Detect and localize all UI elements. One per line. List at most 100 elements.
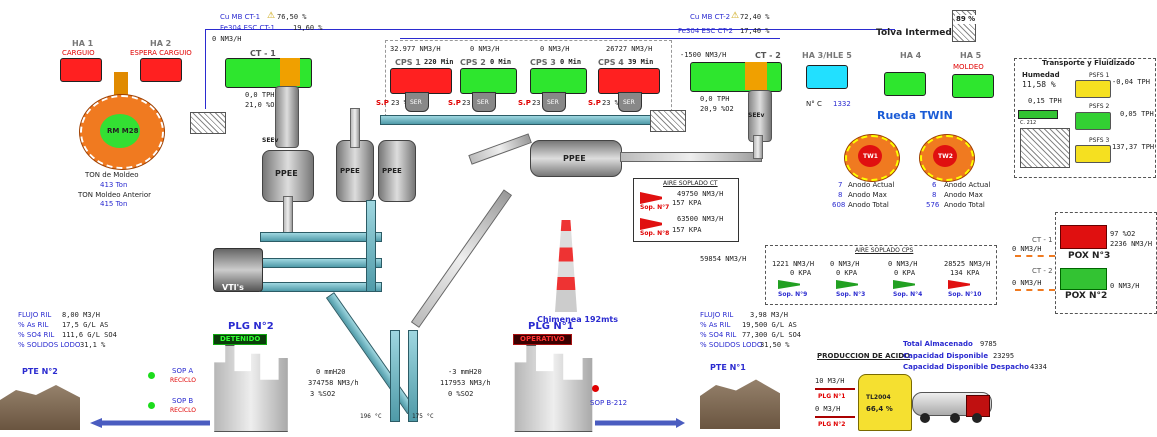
psfs3-unit[interactable] [1075, 145, 1111, 163]
cps2-name: CPS 2 [460, 58, 486, 67]
ct2-duct [620, 152, 762, 162]
sop9-blower[interactable] [778, 280, 800, 289]
plg2-temp: 196 °C [360, 413, 382, 420]
sop3-flow: 0 NM3/H [830, 260, 860, 268]
cps4-converter[interactable] [598, 68, 660, 94]
pox2-unit[interactable] [1060, 268, 1107, 290]
tolva-label: Tolva Intermedia [876, 28, 961, 38]
cps4-sp: S.P [588, 99, 601, 107]
ha5-title: HA 5 [960, 51, 982, 60]
pte2-arrow [90, 418, 210, 428]
sop10-blower[interactable] [948, 280, 970, 289]
fe304-ct2-value: 17,40 % [740, 27, 770, 35]
acido-total-label: Total Almacenado [903, 340, 973, 348]
aire-cps-title: AIRE SOPLADO CPS [855, 247, 914, 254]
tw2-wheel[interactable] [920, 135, 974, 181]
ct2-seev-label: SEEv [748, 112, 765, 119]
plg2-plant[interactable] [214, 345, 288, 432]
sop8-label: Sop. N°8 [640, 230, 670, 237]
ppee-ct2[interactable] [530, 140, 622, 177]
cps-duct-drop [350, 108, 360, 148]
tw2-center [933, 145, 957, 167]
rueda-twin-title: Rueda TWIN [877, 109, 953, 122]
acido-plg2-line [815, 416, 855, 418]
plg1-plant[interactable] [514, 345, 593, 432]
anodo-max-label-2: Anodo Max [944, 191, 983, 199]
right-ril-1-label: FLUJO RIL [700, 311, 734, 319]
plg2-mmh2o: 0 mmH20 [316, 368, 346, 376]
ha4-title: HA 4 [900, 51, 922, 60]
sop4-blower[interactable] [893, 280, 915, 289]
pipe-plg2-drop [390, 330, 400, 422]
pte1-plant[interactable] [700, 379, 780, 429]
ha2-title: HA 2 [150, 39, 172, 48]
aire-ct-title: AIRE SOPLADO CT [663, 180, 718, 187]
acido-plg2-flow: 0 M3/H [815, 405, 841, 413]
sop-a-sub: RECICLO [170, 377, 196, 384]
ha4-unit[interactable] [884, 72, 926, 96]
ct2-converter[interactable] [690, 62, 782, 92]
sop4-flow: 0 NM3/H [888, 260, 918, 268]
plg1-arrow [595, 418, 685, 428]
cps4-name: CPS 4 [598, 58, 624, 67]
ha2-unit[interactable] [140, 58, 182, 82]
sop-a-indicator [148, 372, 155, 379]
psfs1-unit[interactable] [1075, 80, 1111, 98]
pox3-unit[interactable] [1060, 225, 1107, 249]
transporte-cl: C. 212 [1020, 120, 1037, 126]
ct1-seev-column[interactable] [275, 86, 299, 148]
acido-cap-label: Capacidad Disponible [903, 352, 989, 360]
tolva-pct: 89 % [955, 15, 977, 24]
transporte-title: Transporte y Fluidizado [1042, 59, 1135, 67]
sop10-flow: 28525 NM3/H [944, 260, 991, 268]
ton-moldeo-label: TON de Moldeo [85, 171, 139, 179]
ppee-cps-a[interactable] [336, 140, 374, 202]
ppee-cps-b[interactable] [378, 140, 416, 202]
anodo-max-label-1: Anodo Max [848, 191, 887, 199]
plg1-flow: 117953 NM3/h [440, 379, 491, 387]
fe304-ct2-label: Fe304 ESC CT-2 [678, 27, 734, 35]
ha1-unit[interactable] [60, 58, 102, 82]
cps3-ser-label: SER [547, 99, 559, 106]
tw1-actual: 7 [838, 181, 843, 189]
psfs1-label: PSFS 1 [1089, 72, 1110, 79]
sop9-label: Sop. N°9 [778, 291, 808, 298]
acido-title: PRODUCCION DE ACIDO [817, 352, 911, 360]
cu-mb-ct2-label: Cu MB CT-2 [690, 13, 731, 21]
chimenea-stack [555, 220, 577, 312]
nc-value: 1332 [833, 100, 851, 108]
plg1-status: OPERATIVO [513, 334, 572, 345]
vtis-fans[interactable] [213, 248, 263, 292]
ha3-unit[interactable] [806, 65, 848, 89]
psfs2-unit[interactable] [1075, 112, 1111, 130]
sop-b-sub: RECICLO [170, 407, 196, 414]
cps2-converter[interactable] [460, 68, 517, 94]
cps1-ser-label: SER [410, 99, 422, 106]
cps4-flow: 26727 NM3/H [606, 45, 653, 53]
cps2-pct: 23 % [462, 99, 479, 107]
ha2-status: ESPERA CARGUIO [130, 49, 192, 57]
pte2-plant[interactable] [0, 385, 80, 430]
right-ril-4-value: 31,50 % [760, 341, 790, 349]
acido-plg1-label: PLG N°1 [818, 393, 846, 400]
ct2-seev-column[interactable] [748, 90, 772, 142]
nc-label: N° C [806, 100, 822, 108]
aire-soplado-ct-panel [633, 178, 739, 242]
truck-wheel-2 [950, 413, 960, 423]
plg2-status: DETENIDO [213, 334, 268, 345]
sop3-blower[interactable] [836, 280, 858, 289]
cps3-converter[interactable] [530, 68, 587, 94]
ppee-ct1-label: PPEE [275, 169, 298, 178]
ha5-unit[interactable] [952, 74, 994, 98]
pte1-label: PTE N°1 [710, 363, 746, 372]
tank-tl2004[interactable] [858, 374, 912, 431]
ct1-flame [280, 58, 300, 86]
cps1-converter[interactable] [390, 68, 452, 94]
sop4-kpa: 0 KPA [894, 269, 916, 277]
plg1-temp: 175 °C [412, 413, 434, 420]
sop7-kpa: 157 KPA [672, 199, 702, 207]
tw2-label: TW2 [938, 153, 953, 160]
transporte-conveyor[interactable] [1018, 110, 1058, 119]
humedad-value: 11,58 % [1022, 80, 1056, 89]
acido-total-value: 9785 [980, 340, 997, 348]
